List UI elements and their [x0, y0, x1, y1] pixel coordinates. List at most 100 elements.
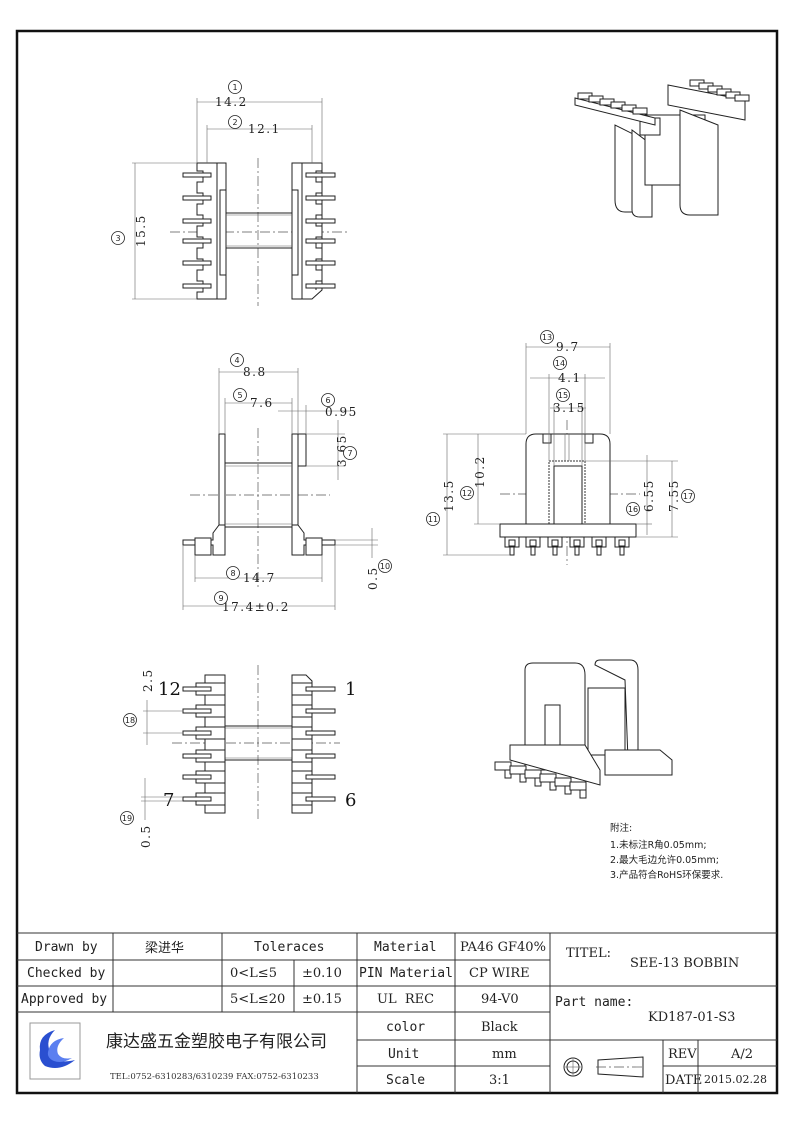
dim-4-1: 4.1 [558, 371, 582, 385]
callout-circle [120, 811, 134, 825]
pin-slot [573, 539, 581, 547]
tolerance-range-1: 0<L≤5 [230, 966, 277, 981]
notes: 附注: 1.未标注R角0.05mm; 2.最大毛边允许0.05mm; 3.产品符… [610, 822, 723, 881]
bottom-view: 12 1 7 6 2.5 0.5 [139, 665, 356, 848]
note-3: 3.产品符合RoHS环保要求. [610, 869, 723, 881]
callout-2: 2 [228, 115, 242, 129]
callout-circle [321, 393, 335, 407]
pin [734, 94, 750, 102]
tolerance-range-2: 5<L≤20 [230, 992, 285, 1007]
pin [552, 546, 558, 556]
dim-6-55: 6.55 [642, 479, 656, 512]
callout-13: 13 [540, 330, 554, 344]
callout-number: 2 [232, 118, 237, 127]
pin [509, 765, 527, 775]
callout-number: 8 [230, 569, 235, 578]
callout-17: 17 [681, 489, 695, 503]
pin-label-6: 6 [345, 790, 356, 811]
callout-5: 5 [233, 388, 247, 402]
pin [632, 107, 648, 115]
pin-label-12: 12 [158, 679, 181, 700]
unit-value: mm [492, 1047, 517, 1062]
pin [574, 546, 580, 556]
callout-3: 3 [111, 231, 125, 245]
dim-3-65: 3.65 [335, 434, 349, 467]
pin-material-value: CP WIRE [469, 966, 530, 981]
dim-9-7: 9.7 [556, 340, 580, 354]
pin [554, 777, 572, 787]
tolerance-value-2: ±0.15 [302, 992, 342, 1007]
isometric-view-top [574, 79, 750, 218]
company-contact: TEL:0752-6310283/6310239 FAX:0752-631023… [110, 1072, 319, 1082]
dim-0-5-bottom: 0.5 [139, 824, 153, 848]
checked-by-label: Checked by [27, 966, 105, 981]
callout-19: 19 [120, 811, 134, 825]
callout-9: 9 [214, 591, 228, 605]
material-label: Material [374, 940, 437, 955]
pin [305, 283, 336, 289]
pin [182, 774, 212, 780]
company-name: 康达盛五金塑胶电子有限公司 [106, 1032, 327, 1052]
callout-circle [343, 446, 357, 460]
pin [182, 686, 212, 692]
callout-circle [626, 502, 640, 516]
scale-value: 3:1 [489, 1073, 510, 1088]
callout-number: 10 [380, 562, 390, 571]
callout-7: 7 [343, 446, 357, 460]
dim-14-7: 14.7 [243, 571, 276, 585]
callout-number: 14 [555, 359, 565, 368]
callout-circle [540, 330, 554, 344]
callout-number: 9 [218, 594, 223, 603]
pin [305, 195, 336, 201]
pin [182, 172, 212, 178]
callout-number: 3 [115, 234, 120, 243]
callout-11: 11 [426, 512, 440, 526]
title-block: Drawn by 梁进华 Checked by Approved by Tole… [17, 932, 777, 1093]
pin-slot [529, 539, 537, 547]
pin [305, 796, 336, 802]
pin-slot [551, 539, 559, 547]
callout-4: 4 [230, 353, 244, 367]
pin-slot [618, 539, 626, 547]
callout-number: 1 [232, 83, 237, 92]
approved-by-label: Approved by [21, 992, 107, 1007]
pin-slot [508, 539, 516, 547]
callout-14: 14 [553, 356, 567, 370]
pin [494, 761, 512, 771]
color-label: color [386, 1020, 425, 1035]
pin [305, 172, 336, 178]
scale-label: Scale [386, 1073, 425, 1088]
part-name-label: Part name: [555, 995, 633, 1010]
dim-2-5: 2.5 [141, 668, 155, 692]
unit-label: Unit [388, 1047, 419, 1062]
pin [182, 283, 212, 289]
dim-0-5-front: 0.5 [366, 566, 380, 590]
callout-circle [681, 489, 695, 503]
pin [305, 260, 336, 266]
callout-number: 7 [347, 449, 352, 458]
callout-number: 18 [125, 716, 135, 725]
date-value: 2015.02.28 [704, 1073, 767, 1086]
pin-label-7: 7 [163, 790, 174, 811]
pin [182, 753, 212, 759]
callout-circle [426, 512, 440, 526]
pin [182, 218, 212, 224]
tolerances-label: Toleraces [254, 940, 324, 955]
callout-circle [556, 388, 570, 402]
rev-value: A/2 [730, 1047, 753, 1062]
pin [305, 730, 336, 736]
callout-16: 16 [626, 502, 640, 516]
callout-number: 19 [122, 814, 132, 823]
callout-circle [226, 566, 240, 580]
pin [305, 753, 336, 759]
callout-number: 17 [683, 492, 693, 501]
dim-3-15: 3.15 [553, 401, 586, 415]
dim-7-6: 7.6 [250, 396, 274, 410]
dim-15-5: 15.5 [134, 214, 148, 247]
callout-number: 12 [462, 489, 472, 498]
pin [182, 238, 212, 244]
callout-circle [228, 115, 242, 129]
callout-circle [460, 486, 474, 500]
callout-circle [123, 713, 137, 727]
pin [596, 546, 602, 556]
